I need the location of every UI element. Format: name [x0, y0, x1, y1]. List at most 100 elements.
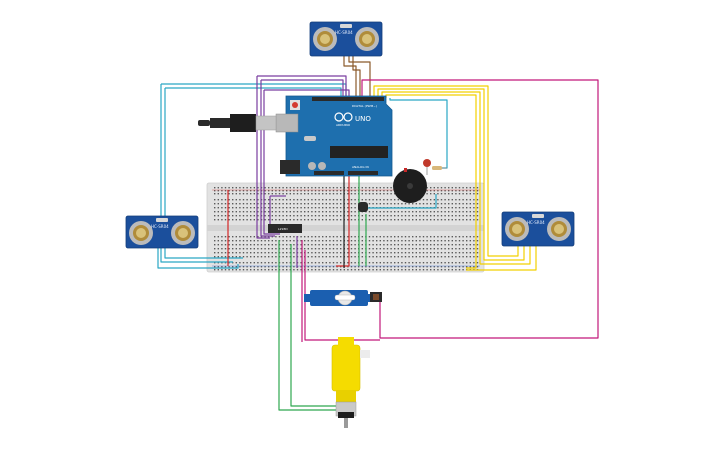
- breadboard-hole: [451, 236, 453, 238]
- breadboard-hole: [293, 256, 295, 258]
- breadboard-hole: [408, 236, 410, 238]
- breadboard-hole: [404, 244, 407, 246]
- breadboard-hole: [394, 203, 396, 205]
- breadboard-hole: [336, 215, 338, 217]
- power-jack: [280, 160, 300, 174]
- breadboard-hole: [401, 240, 403, 242]
- breadboard-hole: [473, 203, 475, 205]
- breadboard-hole: [390, 199, 392, 201]
- breadboard-hole: [347, 240, 349, 242]
- breadboard-hole: [239, 207, 241, 209]
- breadboard-hole: [433, 211, 435, 213]
- breadboard-hole: [386, 252, 389, 254]
- breadboard-hole: [437, 266, 439, 268]
- red-led[interactable]: [423, 159, 431, 175]
- breadboard-hole: [260, 240, 263, 242]
- breadboard-hole: [473, 256, 475, 258]
- breadboard-hole: [422, 266, 425, 268]
- breadboard-hole: [397, 240, 399, 242]
- breadboard-hole: [257, 240, 259, 242]
- breadboard-hole: [415, 266, 417, 268]
- ultrasonic-sensor-right[interactable]: HC-SR04: [501, 211, 575, 247]
- piezo-buzzer[interactable]: [393, 168, 427, 203]
- breadboard-hole: [473, 215, 475, 217]
- breadboard-hole: [217, 190, 219, 192]
- breadboard-hole: [286, 219, 288, 221]
- breadboard-hole: [217, 244, 219, 246]
- breadboard-hole: [253, 193, 255, 195]
- breadboard-hole: [325, 269, 327, 271]
- breadboard-hole: [214, 236, 216, 238]
- breadboard-hole: [379, 187, 381, 189]
- ultrasonic-sensor-top[interactable]: HC-SR04: [309, 21, 383, 57]
- breadboard-hole: [394, 248, 396, 250]
- dc-gear-motor[interactable]: [331, 337, 370, 428]
- breadboard-hole: [397, 266, 399, 268]
- breadboard-hole: [361, 187, 363, 189]
- breadboard-hole: [347, 203, 349, 205]
- breadboard-hole: [296, 269, 299, 271]
- breadboard-hole: [433, 248, 435, 250]
- breadboard-hole: [322, 262, 324, 264]
- breadboard-hole: [325, 199, 327, 201]
- breadboard-hole: [286, 262, 288, 264]
- breadboard-hole: [293, 215, 295, 217]
- breadboard-hole: [469, 193, 471, 195]
- breadboard-hole: [365, 199, 367, 201]
- breadboard-hole: [466, 207, 468, 209]
- breadboard-hole: [214, 252, 216, 254]
- breadboard-hole: [455, 203, 457, 205]
- breadboard-hole: [296, 203, 299, 205]
- breadboard-hole: [394, 244, 396, 246]
- breadboard-hole: [282, 244, 284, 246]
- breadboard-hole: [379, 256, 381, 258]
- transistor[interactable]: [358, 202, 368, 212]
- breadboard-hole: [361, 215, 363, 217]
- breadboard-hole: [347, 248, 349, 250]
- breadboard-hole: [401, 203, 403, 205]
- breadboard-hole: [354, 262, 356, 264]
- ultrasonic-sensor-left[interactable]: HC-SR04: [125, 215, 199, 249]
- breadboard-hole: [235, 266, 237, 268]
- breadboard-hole: [286, 266, 288, 268]
- breadboard-hole: [383, 219, 385, 221]
- breadboard-hole: [462, 203, 464, 205]
- breadboard-hole: [444, 269, 446, 271]
- breadboard-hole: [217, 266, 219, 268]
- breadboard-hole: [458, 240, 461, 242]
- breadboard-hole: [390, 190, 392, 192]
- servo-motor[interactable]: [304, 290, 382, 306]
- breadboard-hole: [224, 240, 227, 242]
- breadboard-hole: [221, 252, 223, 254]
- breadboard-hole: [250, 240, 252, 242]
- breadboard-hole: [440, 240, 443, 242]
- breadboard-hole: [293, 199, 295, 201]
- breadboard-hole: [430, 219, 432, 221]
- breadboard-hole: [397, 269, 399, 271]
- breadboard-hole: [451, 187, 453, 189]
- breadboard-hole: [376, 244, 378, 246]
- breadboard-hole: [412, 269, 414, 271]
- breadboard-hole: [394, 215, 396, 217]
- breadboard-hole: [264, 187, 266, 189]
- breadboard-hole: [455, 256, 457, 258]
- breadboard-hole: [430, 199, 432, 201]
- breadboard-hole: [469, 248, 471, 250]
- breadboard-hole: [332, 203, 335, 205]
- breadboard-hole: [235, 244, 237, 246]
- breadboard-hole: [214, 269, 216, 271]
- motor-driver-ic[interactable]: L293D: [268, 224, 302, 233]
- breadboard-hole: [268, 244, 270, 246]
- breadboard-hole: [390, 240, 392, 242]
- breadboard-hole: [448, 244, 450, 246]
- breadboard-hole: [408, 244, 410, 246]
- breadboard-hole: [476, 256, 479, 258]
- breadboard-hole: [386, 256, 389, 258]
- breadboard-hole: [437, 252, 439, 254]
- arduino-uno[interactable]: ARDUINO UNO DIGITAL (PWM~) ANALOG IN: [275, 95, 393, 177]
- breadboard-hole: [271, 219, 273, 221]
- breadboard-hole: [350, 215, 353, 217]
- breadboard-hole: [408, 211, 410, 213]
- breadboard-hole: [246, 262, 248, 264]
- breadboard-hole: [455, 207, 457, 209]
